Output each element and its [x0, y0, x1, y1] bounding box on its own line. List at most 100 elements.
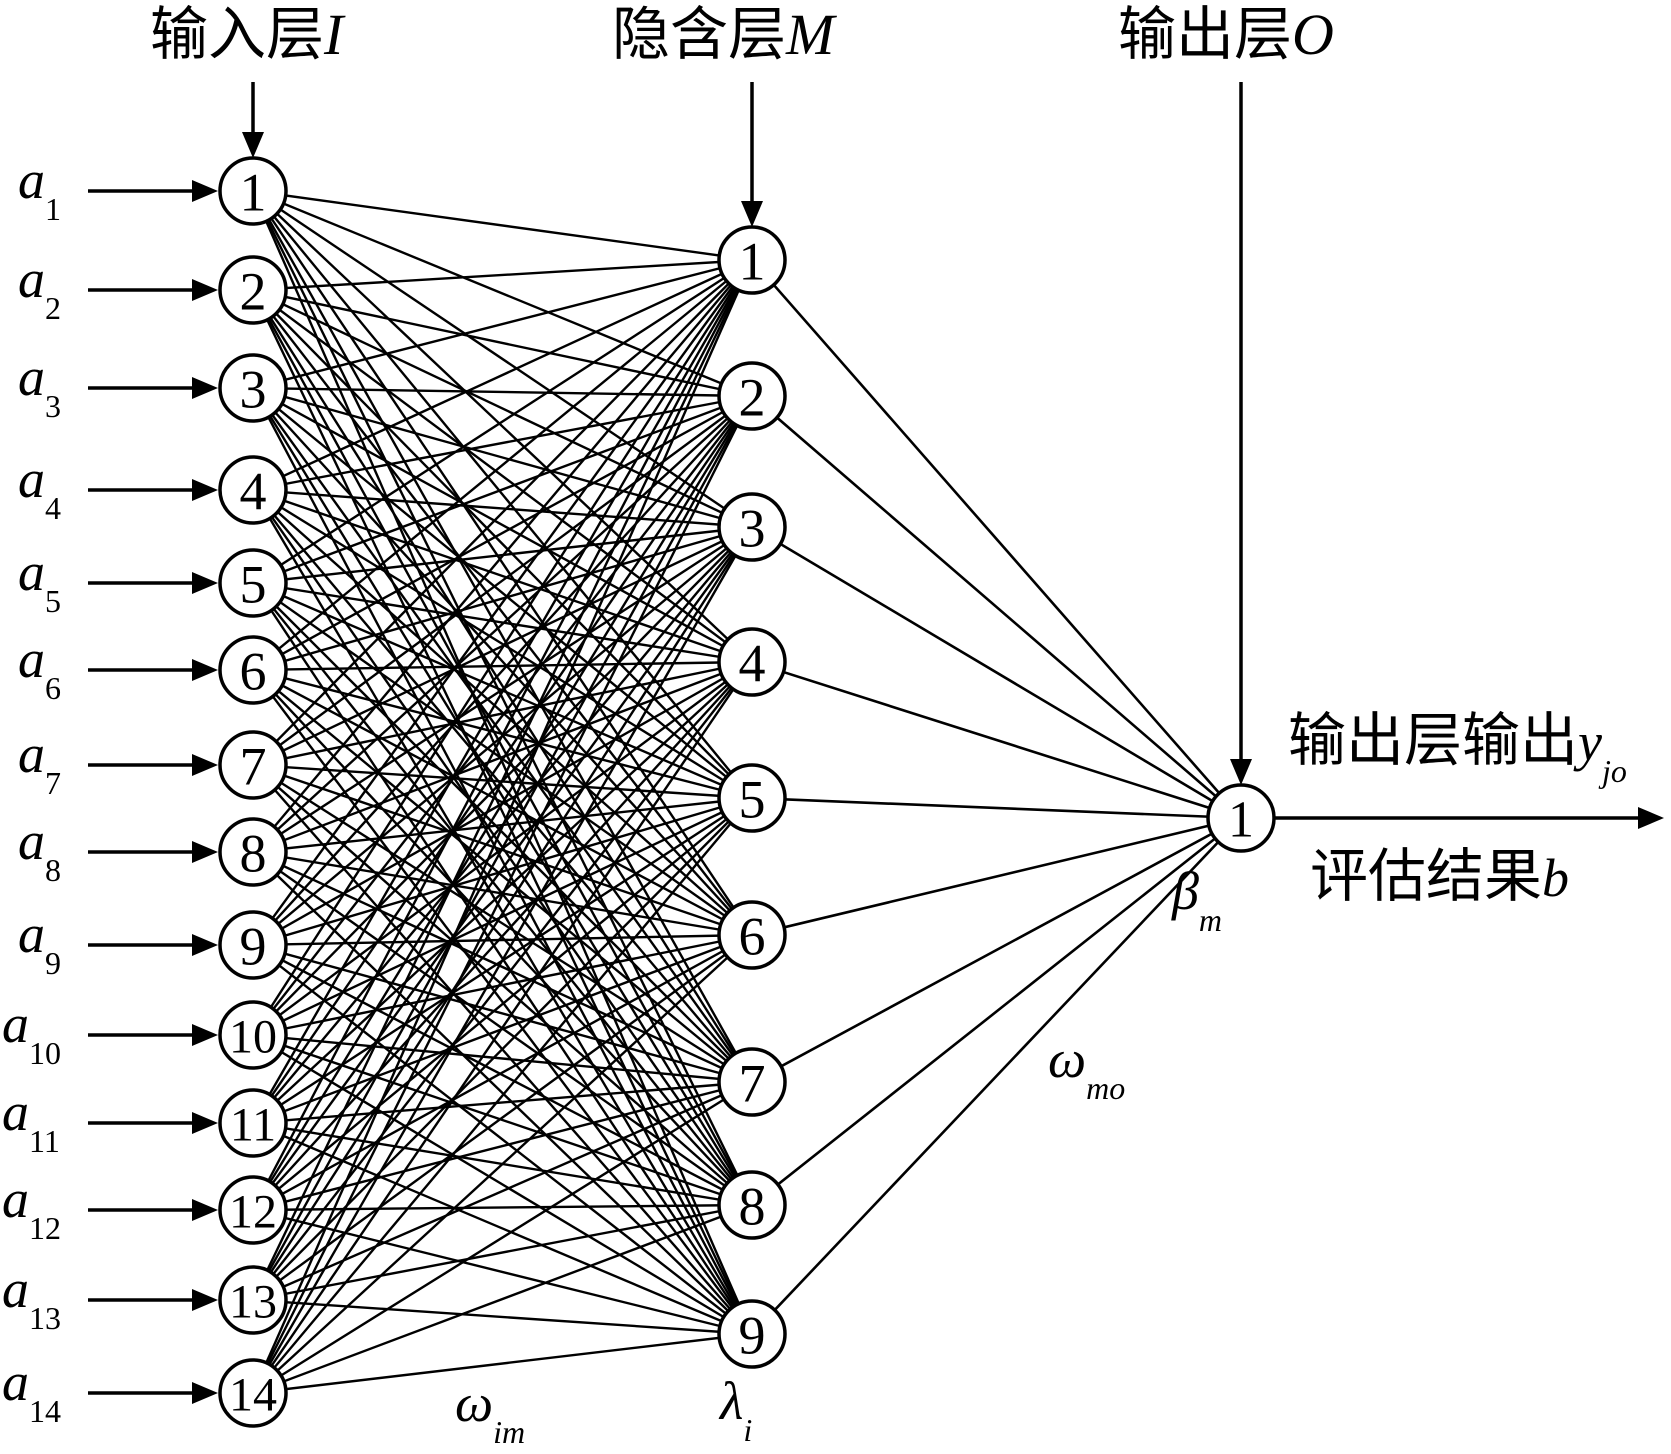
- edge-input-1-hidden-4: [252, 190, 753, 663]
- input-node-14-label: 14: [229, 1368, 277, 1421]
- input-node-10-label: 10: [229, 1010, 277, 1063]
- edge-input-10-hidden-6: [252, 933, 753, 1037]
- input-arrow-2-head: [192, 279, 218, 301]
- input-variable-a6-index: 6: [45, 670, 61, 706]
- edge-input-8-hidden-9: [252, 851, 753, 1335]
- hidden-node-1-label: 1: [739, 231, 766, 291]
- input-node-14-circle: [218, 1358, 288, 1428]
- hidden-output-weight-symbol: ω: [1048, 1029, 1087, 1089]
- edge-hidden-1-output-1: [751, 259, 1242, 819]
- input-arrow-8-head: [192, 841, 218, 863]
- edge-input-2-hidden-4: [252, 289, 753, 663]
- edge-input-9-hidden-5: [252, 796, 753, 947]
- input-arrow-6-head: [192, 659, 218, 681]
- edge-input-14-hidden-7: [252, 1080, 753, 1395]
- hidden-node-9-circle: [717, 1299, 787, 1369]
- input-arrow-7-head: [192, 754, 218, 776]
- input-node-3-circle: [218, 353, 288, 423]
- hidden-node-2: 2: [717, 361, 787, 431]
- edge-hidden-8-output-1: [751, 816, 1242, 1207]
- edge-input-4-hidden-4: [252, 488, 753, 664]
- input-node-1: 1: [218, 156, 288, 226]
- input-variable-a12: a12: [2, 1172, 61, 1244]
- output-y-variable: y: [1578, 712, 1602, 772]
- hidden-output-weight-subscript: mo: [1086, 1070, 1126, 1106]
- edge-input-1-hidden-2: [252, 189, 753, 398]
- edge-input-8-hidden-2: [252, 395, 753, 853]
- hidden-layer-title-text: 隐含层: [612, 2, 787, 67]
- edge-input-11-hidden-1: [251, 259, 754, 1124]
- input-node-7: 7: [218, 730, 288, 800]
- output-threshold-subscript: m: [1198, 902, 1223, 938]
- output-node-1: 1: [1206, 783, 1276, 853]
- edge-input-13-hidden-2: [251, 395, 754, 1301]
- edge-input-9-hidden-1: [252, 259, 753, 946]
- edge-input-12-hidden-5: [252, 797, 753, 1211]
- input-node-12-circle: [218, 1175, 288, 1245]
- edge-input-12-hidden-7: [252, 1080, 753, 1212]
- input-variable-a10: a10: [2, 997, 61, 1069]
- input-variable-a14: a14: [2, 1355, 61, 1427]
- input-node-2-label: 2: [240, 261, 267, 321]
- input-node-3-label: 3: [240, 359, 267, 419]
- input-variable-a14-symbol: a: [2, 1352, 29, 1412]
- edge-input-1-hidden-8: [251, 190, 754, 1206]
- edge-input-3-hidden-1: [252, 258, 753, 390]
- edge-input-6-hidden-4: [252, 660, 753, 672]
- input-variable-a4-index: 4: [45, 490, 61, 526]
- edge-input-1-hidden-5: [252, 190, 753, 799]
- output-arrow-head: [1638, 807, 1664, 829]
- hidden-node-8-circle: [717, 1170, 787, 1240]
- input-node-13: 13: [218, 1265, 288, 1335]
- edge-input-4-hidden-7: [252, 489, 753, 1083]
- hidden-node-8: 8: [717, 1170, 787, 1240]
- edge-input-1-hidden-9: [251, 190, 754, 1335]
- output-threshold-label: βm: [1172, 864, 1222, 936]
- edge-input-2-hidden-8: [251, 289, 754, 1206]
- edge-input-14-hidden-6: [252, 934, 753, 1394]
- edge-input-12-hidden-4: [252, 661, 753, 1211]
- input-variable-a2: a2: [18, 252, 61, 324]
- edge-input-13-hidden-3: [251, 526, 754, 1301]
- edge-input-11-hidden-7: [252, 1080, 753, 1125]
- input-variable-a4: a4: [18, 452, 61, 524]
- edge-input-13-hidden-4: [252, 661, 753, 1301]
- edge-input-13-hidden-1: [251, 259, 754, 1301]
- edge-input-13-hidden-8: [252, 1203, 753, 1302]
- input-layer-title-text: 输入层: [150, 2, 325, 67]
- edge-input-10-hidden-8: [252, 1033, 753, 1207]
- input-variable-a3-symbol: a: [18, 347, 45, 407]
- output-layer-arrow-head: [1230, 759, 1252, 785]
- input-variable-a8-symbol: a: [18, 811, 45, 871]
- input-node-9-circle: [218, 910, 288, 980]
- evaluation-result-label: 评估结果b: [1310, 848, 1569, 906]
- input-node-3: 3: [218, 353, 288, 423]
- edge-input-3-hidden-5: [252, 387, 753, 799]
- input-variable-a5: a5: [18, 545, 61, 617]
- input-node-10-circle: [218, 1000, 288, 1070]
- input-variable-a3: a3: [18, 350, 61, 422]
- input-node-5: 5: [218, 548, 288, 618]
- hidden-node-6: 6: [717, 900, 787, 970]
- input-variable-a11: a11: [2, 1085, 60, 1157]
- hidden-node-2-label: 2: [739, 367, 766, 427]
- input-node-11: 11: [218, 1088, 288, 1158]
- input-node-6-label: 6: [240, 641, 267, 701]
- hidden-threshold-subscript: i: [743, 1412, 753, 1448]
- edge-input-10-hidden-7: [252, 1033, 753, 1084]
- input-variable-a11-index: 11: [29, 1123, 60, 1159]
- edge-input-2-hidden-1: [252, 258, 753, 292]
- hidden-node-7-circle: [717, 1047, 787, 1117]
- output-node-1-label: 1: [1228, 792, 1254, 849]
- hidden-output-weight-label: ωmo: [1048, 1032, 1125, 1104]
- edge-input-9-hidden-9: [252, 944, 753, 1335]
- edge-input-1-hidden-7: [251, 190, 754, 1083]
- edge-input-8-hidden-1: [252, 259, 753, 853]
- input-node-1-label: 1: [240, 162, 267, 222]
- edge-input-10-hidden-5: [252, 796, 753, 1037]
- input-node-4-label: 4: [240, 461, 267, 521]
- hidden-layer-symbol: M: [786, 2, 835, 67]
- input-arrow-10-head: [192, 1024, 218, 1046]
- input-node-10: 10: [218, 1000, 288, 1070]
